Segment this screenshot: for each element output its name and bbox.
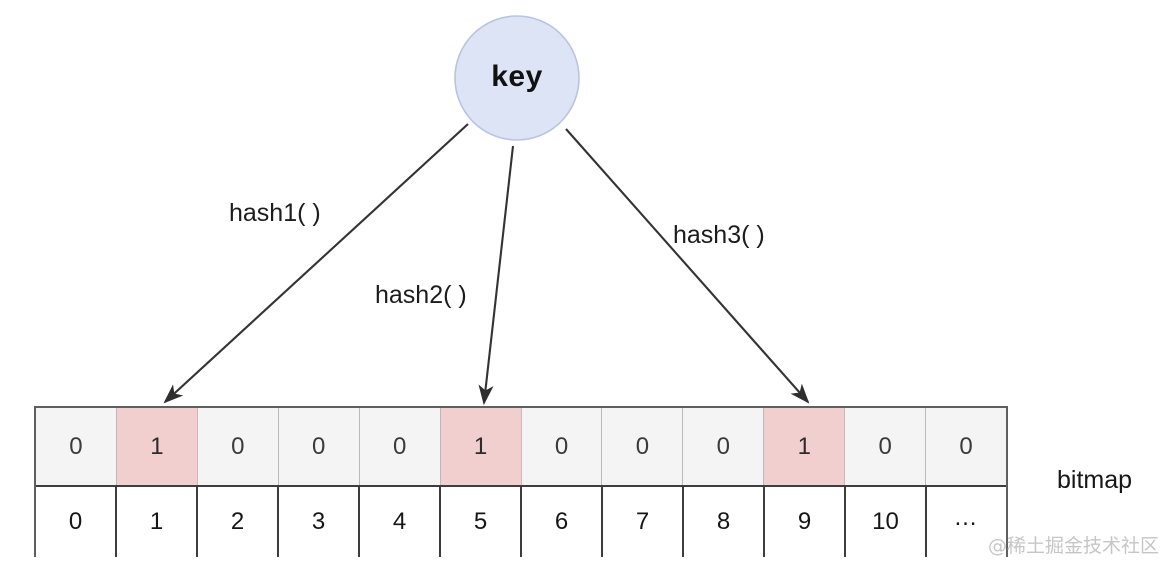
bit-index-cell: 6 [522,487,603,557]
bit-index-cell: 3 [279,487,360,557]
hash3-label: hash3( ) [673,221,765,249]
bit-cell-set[interactable]: 1 [764,408,846,485]
bit-cell[interactable]: 0 [197,408,279,485]
hash2-label: hash2( ) [375,281,467,309]
bit-cell[interactable]: 0 [278,408,360,485]
bit-index-cell: 5 [441,487,522,557]
bit-index-cell: 4 [360,487,441,557]
bit-cell-set[interactable]: 1 [440,408,522,485]
hash1-label: hash1( ) [229,199,321,227]
bit-cell-set[interactable]: 1 [116,408,198,485]
bit-cell[interactable]: 0 [926,408,1007,485]
bit-cell[interactable]: 0 [359,408,441,485]
bit-index-cell: 9 [765,487,846,557]
watermark-text: @稀土掘金技术社区 [988,535,1160,557]
arrow-hash2 [478,145,515,406]
arrow-hash3 [565,128,810,404]
bit-cell[interactable]: 0 [845,408,927,485]
bit-index-cell: 10 [846,487,927,557]
bit-cell[interactable]: 0 [521,408,603,485]
bit-cell[interactable]: 0 [683,408,765,485]
key-node-label: key [491,60,543,93]
bit-cell[interactable]: 0 [36,408,117,485]
arrow-hash1 [163,123,469,404]
bit-cell[interactable]: 0 [602,408,684,485]
bitmap-caption: bitmap [1057,466,1133,494]
bit-index-cell: 0 [36,487,117,557]
bit-index-cell: 1 [117,487,198,557]
bit-index-cell: 7 [603,487,684,557]
bit-index-cell: … [927,487,1006,557]
bit-index-cell: 2 [198,487,279,557]
key-node-circle[interactable] [454,15,580,141]
bit-index-cell: 8 [684,487,765,557]
